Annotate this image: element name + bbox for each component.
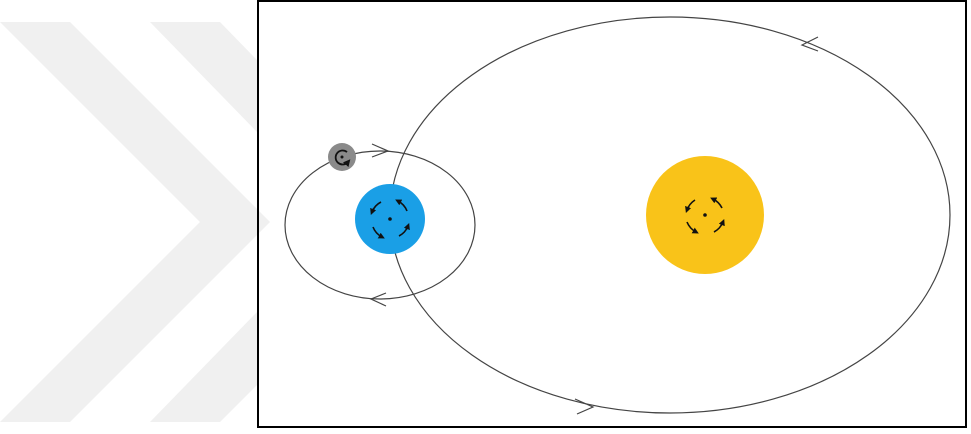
diagram-frame: [257, 0, 967, 428]
earth-rotation-arrows-icon: [370, 199, 410, 239]
moon-rotation-arrow-icon: [334, 149, 351, 168]
sun-circle-icon: [646, 156, 764, 274]
moon-orbit-path: [284, 150, 476, 300]
chevron-left-shape: [0, 22, 270, 422]
moon-orbit-arrow-top: [371, 143, 390, 158]
earth-orbit-arrow-top: [800, 36, 819, 52]
earth-circle-icon: [355, 184, 425, 254]
earth-orbit-arrow-bottom: [574, 398, 595, 415]
chevron-right-shape: [150, 22, 257, 422]
moon-orbit-arrow-bottom: [369, 292, 387, 307]
sun-rotation-arrows-icon: [685, 197, 725, 234]
moon-circle-icon: [328, 143, 356, 171]
